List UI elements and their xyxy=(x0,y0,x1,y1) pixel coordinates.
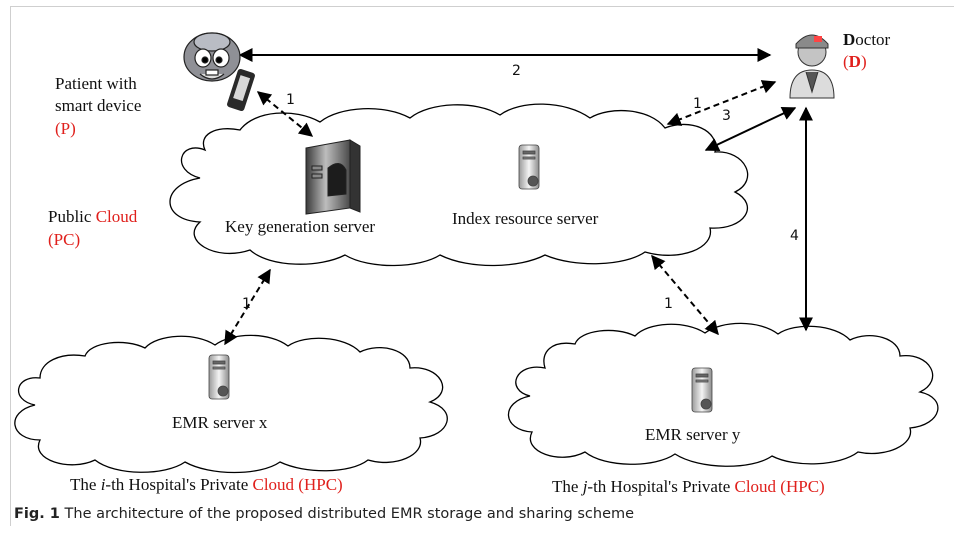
doctor-label-initial: D xyxy=(843,30,856,49)
key-generation-server-label: Key generation server xyxy=(225,217,376,236)
smartphone-icon xyxy=(227,68,255,112)
emr-server-y-label: EMR server y xyxy=(645,425,741,444)
figure-frame xyxy=(10,6,954,526)
hospital-j-index: j xyxy=(582,477,588,496)
hospital-j-red: Cloud (HPC) xyxy=(734,477,825,496)
link-label-keygen-emr-x: 1 xyxy=(242,296,251,312)
hospital-i-cloud-label: The i-th Hospital's Private Cloud (HPC) xyxy=(70,475,343,495)
link-label-doctor-public-dashed: 1 xyxy=(693,96,702,112)
patient-label-line1: Patient with xyxy=(55,74,137,93)
doctor-abbr-close: ) xyxy=(860,52,867,71)
link-label-doctor-emr-y: 4 xyxy=(790,228,799,244)
hospital-i-middle: -th Hospital's Private xyxy=(105,475,253,494)
link-label-patient-doctor: 2 xyxy=(512,63,521,79)
hospital-j-cloud-label: The j-th Hospital's Private Cloud (HPC) xyxy=(552,477,825,497)
patient-abbr: (P) xyxy=(55,119,76,138)
figure-caption: Fig. 1 The architecture of the proposed … xyxy=(14,506,634,522)
figure-caption-text: The architecture of the proposed distrib… xyxy=(59,506,635,522)
link-index-emr-y xyxy=(651,254,719,336)
emr-server-x-label: EMR server x xyxy=(172,413,268,432)
index-resource-server-label: Index resource server xyxy=(452,209,599,228)
key-server-icon xyxy=(305,139,361,215)
doctor-label: Doctor xyxy=(843,30,890,50)
doctor-abbr: (D) xyxy=(843,52,867,72)
public-cloud xyxy=(169,103,749,267)
link-keygen-emr-x xyxy=(224,268,271,346)
connections xyxy=(224,48,813,346)
link-label-doctor-public-solid: 3 xyxy=(722,108,731,124)
public-cloud-red-word: Cloud xyxy=(95,207,138,226)
server-icon xyxy=(518,144,540,190)
hospital-i-prefix: The xyxy=(70,475,101,494)
link-doctor-public-dashed xyxy=(666,80,777,126)
private-cloud-j xyxy=(507,322,939,467)
doctor-abbr-open: ( xyxy=(843,52,849,71)
hospital-i-index: i xyxy=(100,475,106,494)
figure-caption-label: Fig. 1 xyxy=(14,506,60,522)
link-patient-keygen xyxy=(256,91,314,137)
patient-label-line2: smart device xyxy=(55,96,142,115)
public-cloud-word: Public xyxy=(48,207,92,226)
patient-face-icon xyxy=(183,32,241,82)
private-cloud-i xyxy=(14,334,448,474)
server-icon xyxy=(691,367,713,413)
hospital-i-red: Cloud (HPC) xyxy=(252,475,343,494)
link-label-patient-keygen: 1 xyxy=(286,92,295,108)
doctor-icon xyxy=(789,34,835,99)
public-cloud-label: Public Cloud xyxy=(48,207,137,227)
doctor-abbr-initial: D xyxy=(848,52,861,71)
public-cloud-abbr: (PC) xyxy=(48,230,81,249)
hospital-j-middle: -th Hospital's Private xyxy=(587,477,735,496)
link-label-index-emr-y: 1 xyxy=(664,296,673,312)
doctor-label-rest: octor xyxy=(855,30,891,49)
hospital-j-prefix: The xyxy=(552,477,583,496)
link-doctor-public-solid xyxy=(704,107,797,151)
server-icon xyxy=(208,354,230,400)
